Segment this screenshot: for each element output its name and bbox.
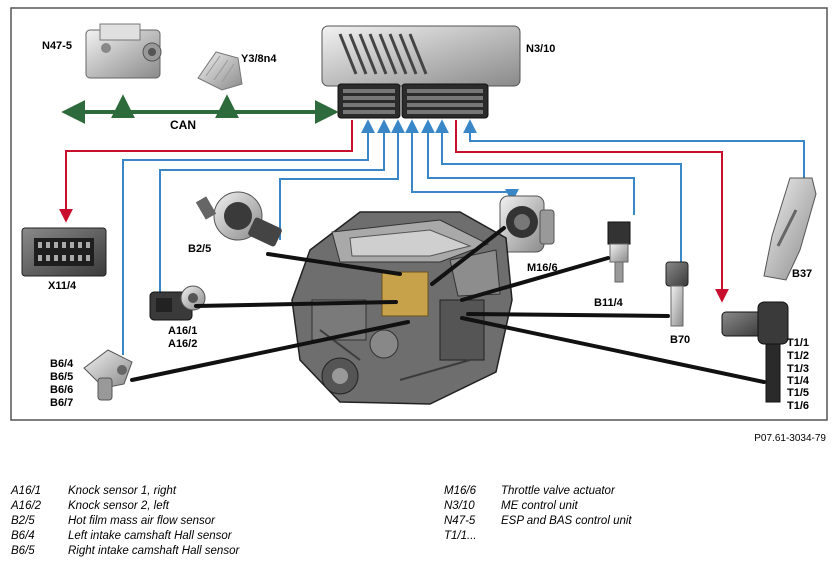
line-b37-to-ecu bbox=[463, 119, 805, 178]
line-b70-to-ecu bbox=[435, 119, 682, 262]
line-ecu-to-x11-4 bbox=[59, 120, 353, 223]
line-ecu-to-t1 bbox=[455, 120, 729, 303]
legend-code: T1/1... bbox=[444, 530, 477, 542]
label-t1-2: T1/2 bbox=[787, 350, 809, 362]
coolant-temp-sensor-image bbox=[607, 221, 631, 283]
label-b70: B70 bbox=[670, 334, 690, 346]
label-t1-3: T1/3 bbox=[787, 363, 809, 375]
legend-code: N47-5 bbox=[444, 515, 476, 527]
harness-a16 bbox=[194, 300, 398, 308]
esp-bas-control-unit-image bbox=[85, 23, 162, 79]
throttle-valve-actuator-image bbox=[499, 195, 555, 253]
label-a16-2: A16/2 bbox=[168, 338, 197, 350]
line-b11-4-to-ecu bbox=[421, 119, 635, 215]
mass-air-flow-sensor-image bbox=[195, 191, 282, 247]
harness-b2-5 bbox=[266, 252, 402, 276]
legend-description: Hot film mass air flow sensor bbox=[68, 515, 215, 527]
label-b11-4: B11/4 bbox=[594, 297, 624, 309]
can-bus bbox=[61, 94, 339, 124]
label-t1-4: T1/4 bbox=[787, 375, 810, 387]
label-b2-5: B2/5 bbox=[188, 243, 211, 255]
legend: A16/1 Knock sensor 1, right A16/2 Knock … bbox=[0, 484, 837, 569]
label-t1-1: T1/1 bbox=[787, 337, 809, 349]
legend-code: B6/5 bbox=[11, 545, 35, 557]
figure-reference: P07.61-3034-79 bbox=[754, 433, 826, 444]
label-n3-10: N3/10 bbox=[526, 43, 555, 55]
label-b6-7: B6/7 bbox=[50, 397, 73, 409]
line-m16-6-ecu bbox=[405, 119, 512, 193]
legend-description: Left intake camshaft Hall sensor bbox=[68, 530, 232, 542]
legend-code: N3/10 bbox=[444, 500, 475, 512]
transmission-control-module-image bbox=[197, 51, 243, 91]
harness-b70 bbox=[466, 312, 670, 318]
harness-b6 bbox=[130, 320, 410, 382]
label-n47-5: N47-5 bbox=[42, 40, 72, 52]
legend-code: B6/4 bbox=[11, 530, 35, 542]
label-b6-6: B6/6 bbox=[50, 384, 73, 396]
legend-code: A16/2 bbox=[11, 500, 42, 512]
camshaft-hall-sensor-image bbox=[83, 349, 133, 401]
diagnostic-connector-image bbox=[21, 227, 107, 277]
label-b6-5: B6/5 bbox=[50, 371, 73, 383]
line-b2-5-to-ecu bbox=[279, 119, 405, 240]
legend-description: ME control unit bbox=[501, 500, 578, 512]
label-x11-4: X11/4 bbox=[48, 280, 77, 292]
harness-b11-4 bbox=[460, 256, 610, 302]
harness-m16-6 bbox=[430, 226, 506, 286]
label-y3-8n4: Y3/8n4 bbox=[241, 53, 277, 65]
line-a16-to-ecu bbox=[159, 119, 391, 295]
legend-code: A16/1 bbox=[11, 485, 42, 497]
me-control-unit-image bbox=[321, 25, 521, 119]
can-bus-label: CAN bbox=[170, 118, 196, 132]
label-b37: B37 bbox=[792, 268, 812, 280]
legend-code: B2/5 bbox=[11, 515, 35, 527]
crankshaft-sensor-image bbox=[665, 261, 689, 327]
engine-image bbox=[291, 211, 513, 405]
label-b6-4: B6/4 bbox=[50, 358, 74, 370]
accelerator-pedal-sensor-image bbox=[763, 177, 817, 281]
label-t1-5: T1/5 bbox=[787, 387, 809, 399]
legend-code: M16/6 bbox=[444, 485, 476, 497]
line-b6-to-ecu bbox=[122, 119, 375, 355]
label-t1-6: T1/6 bbox=[787, 400, 809, 412]
label-a16-1: A16/1 bbox=[168, 325, 197, 337]
legend-description: Right intake camshaft Hall sensor bbox=[68, 545, 240, 557]
label-m16-6: M16/6 bbox=[527, 262, 558, 274]
legend-description: ESP and BAS control unit bbox=[501, 515, 632, 527]
legend-description: Knock sensor 1, right bbox=[68, 485, 177, 497]
legend-description: Throttle valve actuator bbox=[501, 485, 615, 497]
harness-t1 bbox=[460, 316, 766, 384]
ignition-coil-image bbox=[721, 301, 789, 403]
legend-description: Knock sensor 2, left bbox=[68, 500, 169, 512]
